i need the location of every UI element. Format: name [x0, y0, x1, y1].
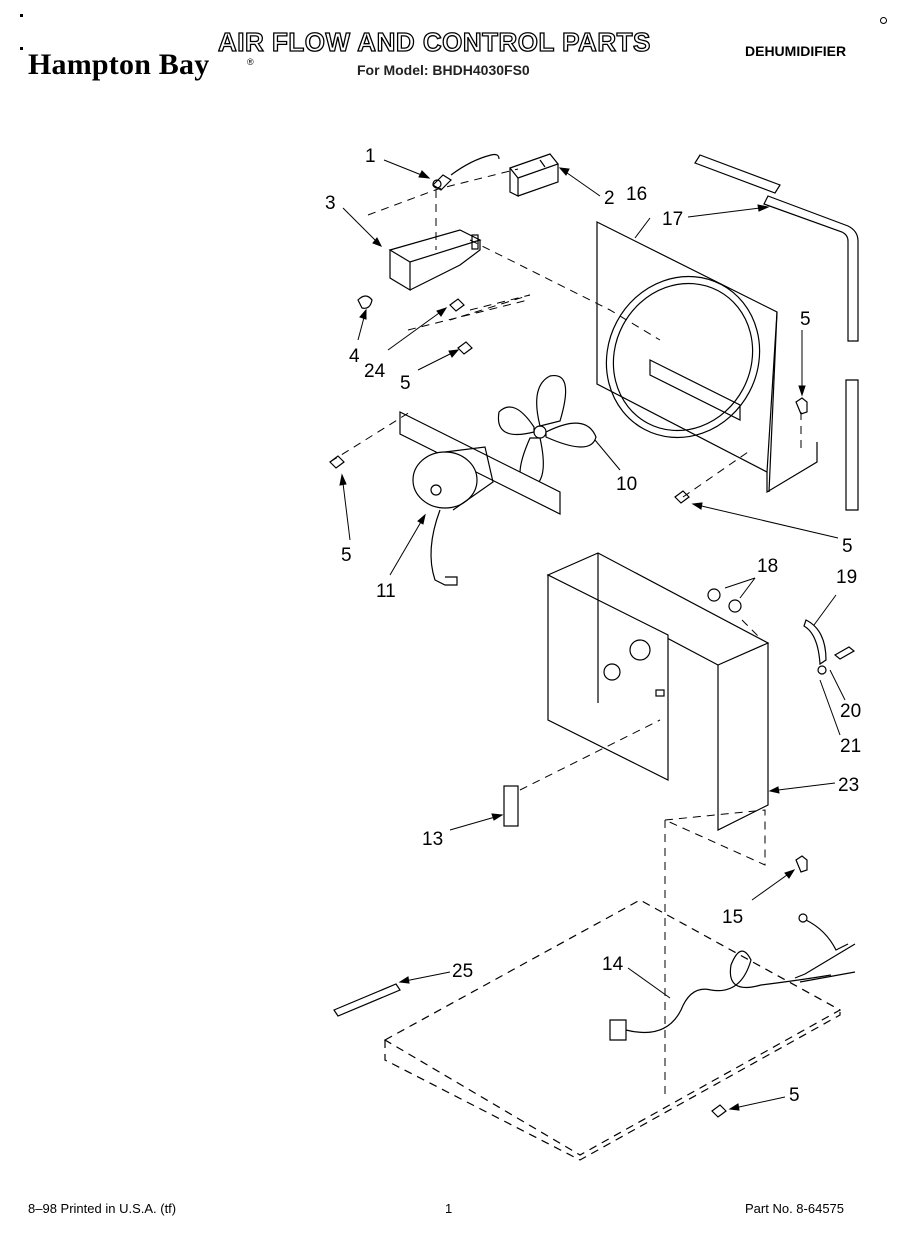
callout-10: 10: [616, 474, 637, 495]
model-number: For Model: BHDH4030FS0: [357, 62, 530, 78]
callout-17: 17: [662, 209, 683, 230]
callout-5: 5: [842, 536, 853, 557]
callout-1: 1: [365, 146, 376, 167]
part-1-sensor: [432, 153, 500, 191]
callout-16: 16: [626, 184, 647, 205]
part-13-switch: [503, 785, 519, 827]
callout-5: 5: [789, 1085, 800, 1106]
callout-5: 5: [341, 545, 352, 566]
part-3-bracket: [388, 229, 482, 292]
part-15-ground-screw: [795, 855, 849, 951]
part-5-screw: [329, 341, 808, 1118]
part-11-motor: [399, 411, 561, 586]
base-pan: [383, 899, 842, 1161]
margin-mark: [20, 14, 23, 17]
part-16-shroud: [596, 221, 818, 494]
brand-registered-mark: ®: [247, 57, 254, 67]
callout-3: 3: [325, 193, 336, 214]
callout-4: 4: [349, 346, 360, 367]
callout-21: 21: [840, 736, 861, 757]
part-4-clip: [357, 295, 373, 309]
callout-5: 5: [800, 309, 811, 330]
part-21-washer: [817, 665, 827, 675]
callout-23: 23: [838, 775, 859, 796]
page-title: AIR FLOW AND CONTROL PARTS: [217, 26, 651, 57]
part-25-strip: [333, 983, 401, 1017]
callout-11: 11: [376, 581, 396, 602]
part-18-nuts: [707, 588, 742, 613]
part-24-screw: [449, 298, 465, 312]
callout-24: 24: [364, 361, 386, 382]
callout-13: 13: [422, 829, 443, 850]
callout-arrows: [339, 159, 846, 1111]
callout-19: 19: [836, 567, 857, 588]
part-14-power-cord: [609, 943, 856, 1041]
callout-2: 2: [604, 188, 615, 209]
callout-15: 15: [722, 907, 743, 928]
callout-5: 5: [400, 373, 411, 394]
print-info: 8–98 Printed in U.S.A. (tf): [28, 1201, 177, 1216]
margin-mark: [20, 47, 23, 50]
part-23-housing: [546, 552, 770, 831]
part-2-connector: [509, 153, 559, 197]
part-17-gasket: [694, 154, 859, 511]
part-19-clamp: [803, 619, 827, 666]
assembly-lines: [329, 168, 802, 1100]
callout-14: 14: [602, 954, 624, 975]
callout-20: 20: [840, 701, 861, 722]
page-number: 1: [445, 1201, 453, 1216]
brand-logo: Hampton Bay: [28, 48, 210, 81]
margin-mark: [880, 17, 887, 24]
callout-18: 18: [757, 556, 778, 577]
callout-25: 25: [452, 961, 473, 982]
part-20-screw: [833, 646, 856, 660]
part-number: Part No. 8-64575: [745, 1201, 845, 1216]
product-category: DEHUMIDIFIER: [745, 43, 847, 59]
